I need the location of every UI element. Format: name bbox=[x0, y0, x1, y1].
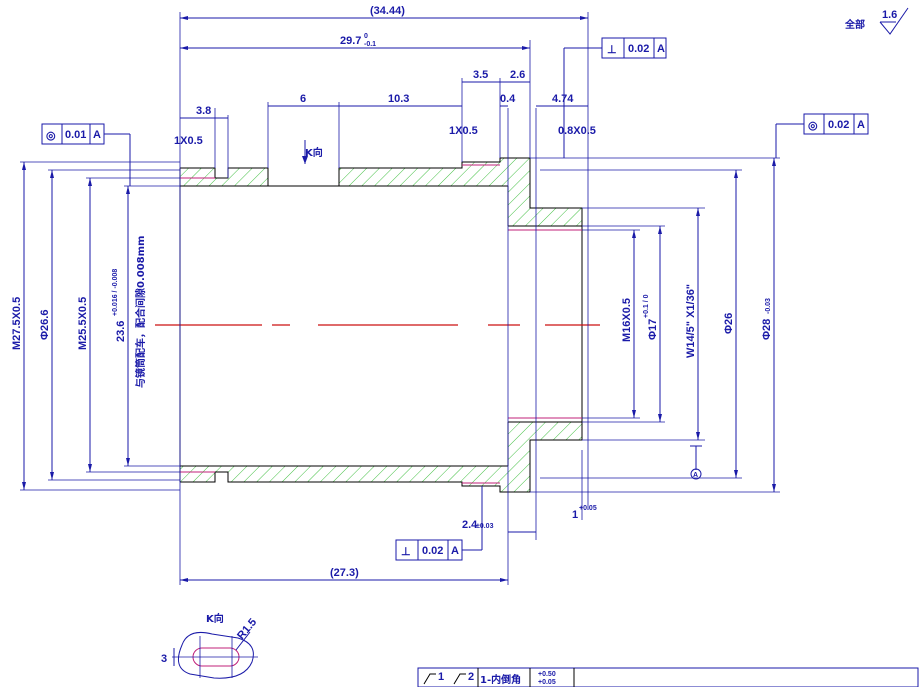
notes-item-1: 1 bbox=[438, 671, 444, 683]
tolerance-frame-3: ◎ 0.02 A bbox=[803, 113, 869, 135]
tol4-datum: A bbox=[451, 545, 459, 557]
dim-2-6-label: 2.6 bbox=[510, 69, 525, 81]
dia-23-6-label: 23.6 bbox=[115, 321, 127, 342]
dim-1-tol: +0.05 bbox=[579, 505, 597, 512]
datum-a-letter: A bbox=[693, 472, 698, 479]
dia-m27-label: M27.5X0.5 bbox=[11, 297, 23, 350]
tol3-datum: A bbox=[857, 119, 865, 131]
slot-width-label: 3 bbox=[161, 653, 167, 665]
tolerance-frame-4: ⊥ 0.02 A bbox=[395, 539, 463, 561]
dia-28-label: Φ28 bbox=[761, 319, 773, 340]
length-29-7-tol-upper: 0 bbox=[364, 33, 368, 40]
overall-length-label: (34.44) bbox=[370, 5, 405, 17]
datum-a-marker: A bbox=[690, 468, 702, 480]
tol1-datum: A bbox=[93, 129, 101, 141]
dim-6-label: 6 bbox=[300, 93, 306, 105]
notes-tol-upper: +0.50 bbox=[538, 671, 556, 678]
k-view-title: K向 bbox=[206, 612, 224, 625]
slot-radius-label: R1.5 bbox=[235, 616, 259, 642]
length-29-7-label: 29.7 bbox=[340, 35, 361, 47]
tol2-value: 0.02 bbox=[628, 43, 649, 55]
dia-m25-label: M25.5X0.5 bbox=[77, 297, 89, 350]
tol1-symbol: ◎ bbox=[46, 130, 56, 142]
dim-2-4-tol: ±0.03 bbox=[476, 523, 494, 530]
dia-m16-label: M16X0.5 bbox=[621, 298, 633, 342]
dia-26-label: Φ26 bbox=[723, 313, 735, 334]
arrowheads bbox=[22, 16, 776, 582]
tol3-symbol: ◎ bbox=[808, 120, 818, 132]
chamfer-left-label: 1X0.5 bbox=[174, 135, 203, 147]
tol4-symbol: ⊥ bbox=[401, 546, 411, 558]
dia-28-tol: -0.03 bbox=[765, 298, 772, 314]
dim-2-4-label: 2.4 bbox=[462, 519, 478, 531]
surface-finish-value: 1.6 bbox=[882, 9, 897, 21]
dim-1-label: 1 bbox=[572, 509, 578, 521]
surface-finish-label: 全部 bbox=[844, 18, 865, 31]
view-k-label: K向 bbox=[305, 146, 323, 159]
dim-0-4-label: 0.4 bbox=[500, 93, 516, 105]
length-29-7-tol-lower: -0.1 bbox=[364, 41, 376, 48]
tol4-value: 0.02 bbox=[422, 545, 443, 557]
dia-17-label: Φ17 bbox=[647, 319, 659, 340]
length-27-3-label: (27.3) bbox=[330, 567, 359, 579]
k-view-detail: K向 3 R1.5 bbox=[161, 612, 259, 679]
tol1-value: 0.01 bbox=[65, 129, 86, 141]
dia-17-tol: +0.1 / 0 bbox=[643, 294, 650, 318]
chamfer-right-label: 0.8X0.5 bbox=[558, 125, 596, 137]
dimension-lines bbox=[23, 17, 804, 581]
chamfer-mid-label: 1X0.5 bbox=[449, 125, 478, 137]
dim-4-74-label: 4.74 bbox=[552, 93, 574, 105]
tol3-value: 0.02 bbox=[828, 119, 849, 131]
notes-item-2: 2 bbox=[468, 671, 474, 683]
surface-finish-symbol: 全部 1.6 bbox=[844, 7, 909, 35]
bore-note: 与镜筒配车，配合间隙0.008mm bbox=[134, 236, 147, 388]
tolerance-frame-1: ◎ 0.01 A bbox=[41, 123, 105, 145]
tolerance-frame-2: ⊥ 0.02 A bbox=[601, 37, 667, 59]
dim-3-5-label: 3.5 bbox=[473, 69, 488, 81]
tol2-symbol: ⊥ bbox=[607, 44, 617, 56]
dim-10-3-label: 10.3 bbox=[388, 93, 409, 105]
extension-lines bbox=[20, 12, 780, 585]
notes-table: 1 2 1-内倒角 +0.50 +0.05 bbox=[417, 667, 919, 687]
dia-23-6-tol: +0.016 / -0.008 bbox=[112, 269, 119, 316]
dimension-texts: (34.44) 29.7 0 -0.1 3.5 2.6 6 10.3 3.8 0… bbox=[11, 5, 773, 579]
notes-text: 1-内倒角 bbox=[480, 673, 521, 686]
dim-3-8-label: 3.8 bbox=[196, 105, 211, 117]
part-section bbox=[155, 157, 600, 493]
tol2-datum: A bbox=[657, 43, 665, 55]
thread-w-label: W14/5" X1/36" bbox=[685, 284, 697, 358]
dia-26-6-label: Φ26.6 bbox=[39, 310, 51, 340]
notes-tol-lower: +0.05 bbox=[538, 679, 556, 686]
